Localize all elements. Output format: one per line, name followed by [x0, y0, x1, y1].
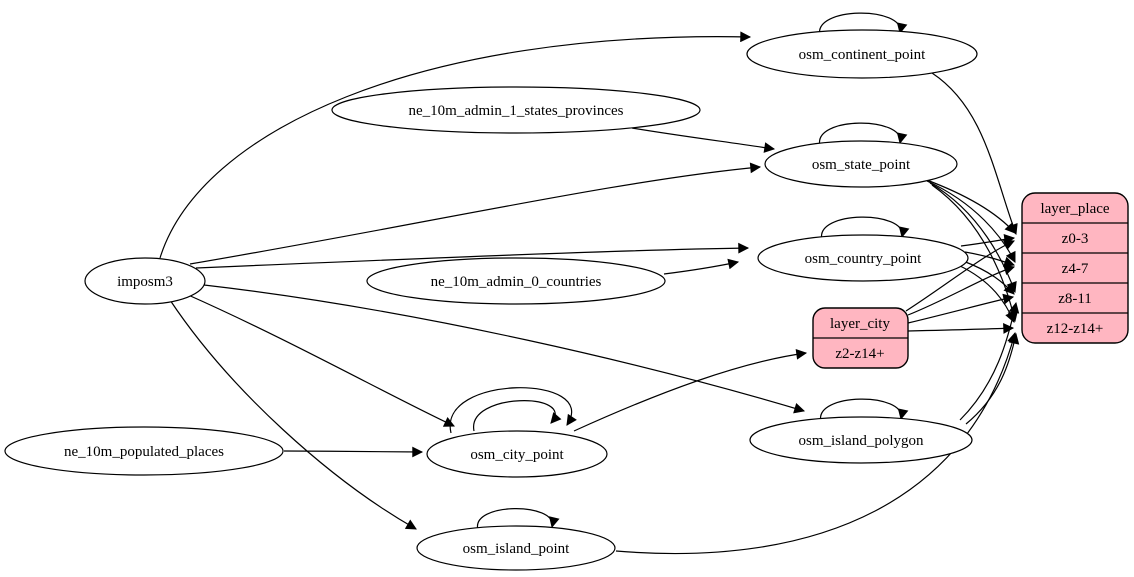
- osm-state-point-label: osm_state_point: [812, 157, 911, 173]
- layer-place-row-z4-7: z4-7: [1062, 261, 1089, 277]
- edge-layer_city-layer_place-z8-11: [907, 293, 1015, 324]
- edge-osm_country_point-layer_place-z0-3: [960, 234, 1016, 247]
- imposm3-shape: [84, 257, 206, 305]
- layer-place-title: layer_place: [1040, 201, 1109, 217]
- osm-island-point-shape: [416, 525, 616, 571]
- node-ne-10m-admin-1-states-provinces: ne_10m_admin_1_states_provinces: [331, 86, 701, 134]
- osm-continent-point-shape: [746, 29, 978, 79]
- edge-osm_country_point-layer_place-z12: [957, 264, 1016, 323]
- ne-states-label: ne_10m_admin_1_states_provinces: [409, 103, 624, 119]
- imposm3-label: imposm3: [117, 274, 173, 290]
- edge-osm_state_point-layer_place-z4-7: [926, 180, 1016, 263]
- node-ne-10m-populated-places: ne_10m_populated_places: [4, 426, 284, 476]
- edge-osm_continent_point-layer_place-z0-3: [931, 72, 1018, 236]
- edge-imposm3-osm_island_point: [169, 299, 417, 530]
- node-osm-continent-point: osm_continent_point: [746, 29, 978, 79]
- selfloop-osm_country_point: [821, 216, 910, 241]
- osm-island-polygon-shape: [749, 416, 973, 464]
- node-layer-city: layer_city z2-z14+: [812, 307, 909, 369]
- edges: [159, 12, 1020, 555]
- edge-osm_state_point-layer_place-z0-3: [923, 178, 1016, 234]
- edge-imposm3-osm_state_point: [189, 162, 762, 265]
- layer-place-row-z0-3: z0-3: [1062, 231, 1089, 247]
- osm-state-point-shape: [764, 140, 958, 188]
- selfloop-osm_continent_point: [819, 12, 908, 37]
- node-osm-city-point: osm_city_point: [426, 430, 608, 478]
- node-osm-island-polygon: osm_island_polygon: [749, 416, 973, 464]
- node-osm-island-point: osm_island_point: [416, 525, 616, 571]
- edge-layer_city-layer_place-z12: [907, 323, 1015, 334]
- node-osm-country-point: osm_country_point: [757, 234, 969, 282]
- osm-city-point-shape: [426, 430, 608, 478]
- ne-states-shape: [331, 86, 701, 134]
- osm-country-point-label: osm_country_point: [805, 251, 922, 267]
- selfloop-osm_state_point: [819, 122, 908, 147]
- osm-city-point-label: osm_city_point: [470, 447, 564, 463]
- ne-countries-label: ne_10m_admin_0_countries: [431, 274, 602, 290]
- edge-imposm3-osm_city_point: [185, 293, 455, 427]
- edge-osm_island_point-layer_place-z12: [615, 331, 1018, 555]
- edge-ne_10m_admin_1_states_provinces-osm_state_point: [631, 127, 776, 153]
- ne-countries-shape: [366, 257, 666, 305]
- node-imposm3: imposm3: [84, 257, 206, 305]
- osm-country-point-shape: [757, 234, 969, 282]
- edge-layer_city-layer_place-z4-7: [907, 264, 1016, 316]
- edge-ne_10m_admin_0_countries-osm_country_point: [663, 258, 740, 275]
- node-ne-10m-admin-0-countries: ne_10m_admin_0_countries: [366, 257, 666, 305]
- layer-city-row-z2: z2-z14+: [835, 346, 884, 362]
- edge-osm_country_point-layer_place-z8-11: [962, 260, 1015, 295]
- node-osm-state-point: osm_state_point: [764, 140, 958, 188]
- ne-places-label: ne_10m_populated_places: [64, 444, 224, 460]
- edge-osm_island_polygon-layer_place-z8-11: [959, 301, 1020, 421]
- edge-osm_island_polygon-layer_place-z12: [965, 332, 1020, 425]
- edge-ne_10m_populated_places-osm_city_point: [283, 446, 424, 458]
- node-layer-place: layer_place z0-3 z4-7 z8-11 z12-z14+: [1021, 192, 1129, 344]
- edge-imposm3-osm_island_polygon: [203, 284, 806, 414]
- selfloop-osm_island_point: [477, 508, 560, 531]
- edge-osm_state_point-layer_place-z8-11: [929, 182, 1017, 294]
- ne-places-shape: [4, 426, 284, 476]
- layer-place-row-z8-11: z8-11: [1058, 291, 1092, 307]
- osm-island-polygon-label: osm_island_polygon: [798, 433, 924, 449]
- osm-continent-point-label: osm_continent_point: [799, 47, 926, 63]
- selfloop-outer-osm_city_point: [449, 387, 577, 434]
- layer-place-row-z12-z14: z12-z14+: [1047, 321, 1104, 337]
- edge-osm_country_point-layer_place-z4-7: [964, 251, 1016, 268]
- edge-osm_city_point-layer_city-z2: [573, 348, 808, 432]
- osm-island-point-label: osm_island_point: [463, 541, 571, 557]
- edge-imposm3-osm_country_point: [195, 242, 750, 269]
- edge-layer_city-layer_place-z0-3: [905, 240, 1015, 312]
- edge-imposm3-osm_continent_point: [159, 31, 752, 259]
- selfloop-osm_island_polygon: [820, 398, 909, 423]
- layer-place-shape: [1021, 192, 1129, 344]
- layer-city-title: layer_city: [830, 316, 890, 332]
- selfloop-inner-osm_city_point: [473, 400, 562, 432]
